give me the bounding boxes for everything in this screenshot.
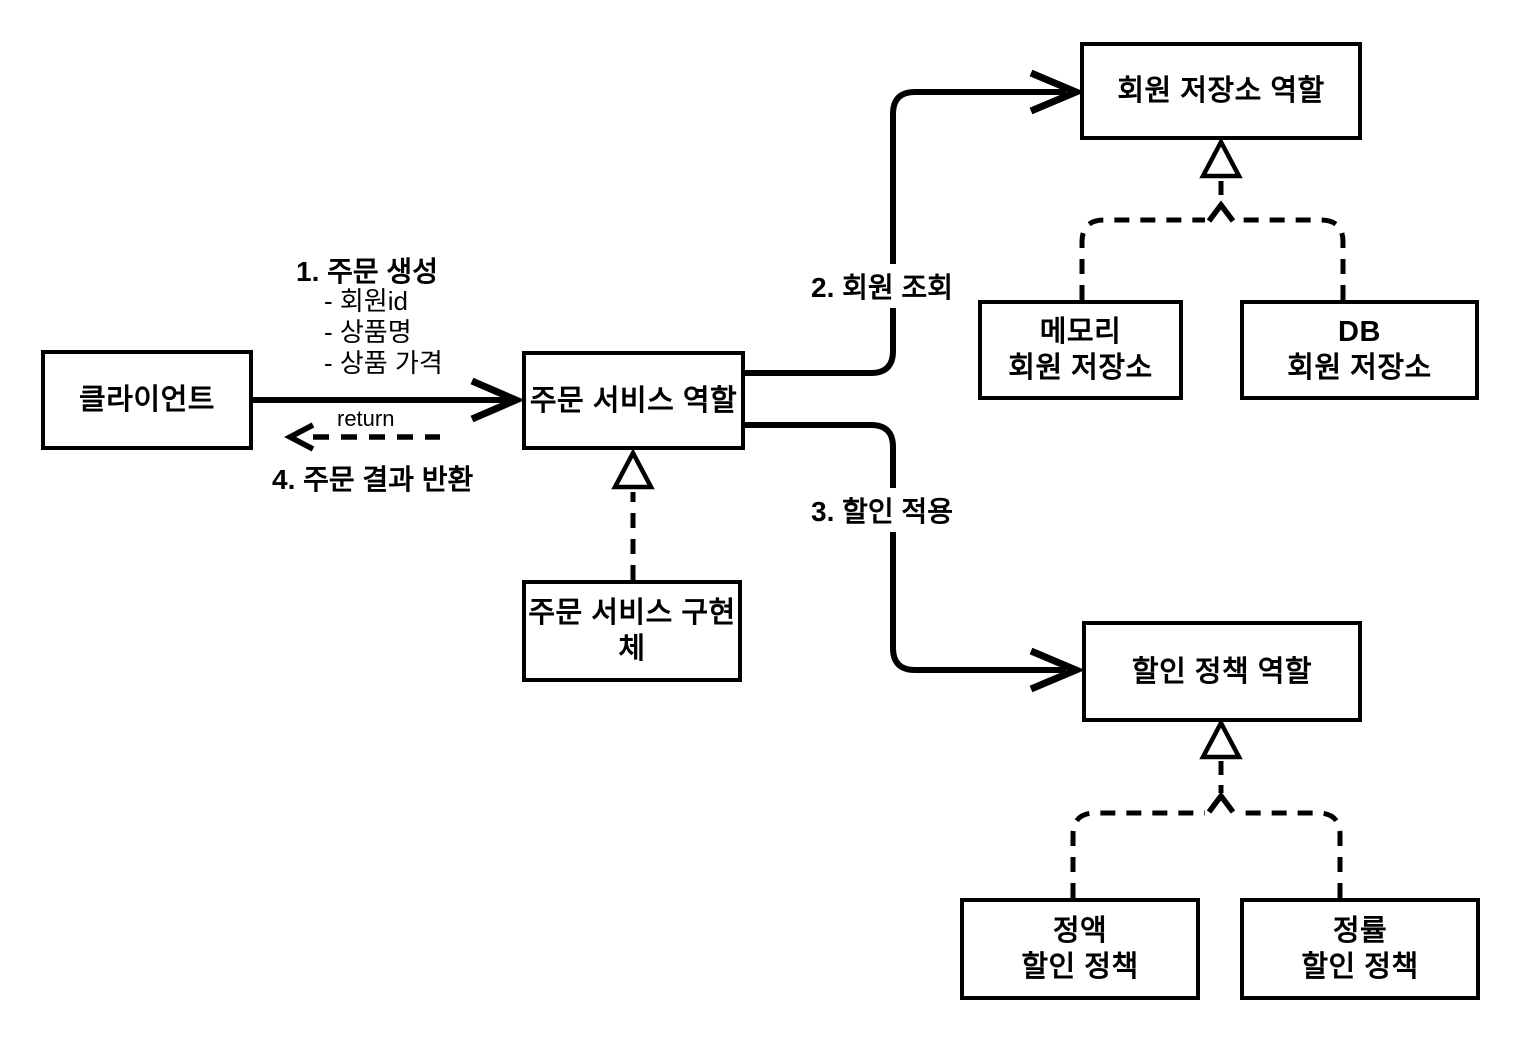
node-memory-member-repo-label: 메모리 회원 저장소: [1008, 316, 1153, 384]
arrow-order-create-head: [470, 377, 525, 423]
label-return: return: [334, 406, 398, 432]
node-fixed-discount-policy: 정액 할인 정책: [960, 898, 1200, 1000]
arrow-member-lookup-line: [745, 89, 1066, 376]
node-order-service-impl: 주문 서비스 구현체: [522, 580, 742, 682]
node-member-repo-role-label: 회원 저장소 역할: [1117, 75, 1325, 107]
node-client-label: 클라이언트: [79, 384, 215, 416]
label-msg4-order-result: 4. 주문 결과 반환: [272, 464, 474, 495]
node-memory-member-repo: 메모리 회원 저장소: [978, 300, 1183, 400]
node-rate-discount-policy-label: 정률 할인 정책: [1301, 915, 1419, 983]
realization-rate-branch: [1237, 810, 1343, 898]
node-order-service-impl-label: 주문 서비스 구현체: [528, 597, 736, 665]
realization-db-branch: [1237, 217, 1346, 300]
label-msg1-params: - 회원id - 상품명 - 상품 가격: [324, 286, 443, 378]
realization-order-impl-triangle: [611, 448, 655, 490]
arrow-discount-apply-line: [745, 422, 1066, 673]
realization-member-triangle: [1199, 137, 1243, 179]
realization-memory-branch: [1079, 217, 1205, 300]
realization-member-merge-chevron: [1206, 200, 1236, 223]
arrow-member-lookup-head: [1029, 69, 1085, 115]
realization-discount-triangle: [1199, 718, 1243, 760]
realization-discount-merge-chevron: [1206, 791, 1236, 814]
node-member-repo-role: 회원 저장소 역할: [1080, 42, 1362, 140]
arrow-return-head: [284, 422, 315, 452]
node-order-service-role: 주문 서비스 역할: [522, 351, 745, 450]
node-discount-policy-role: 할인 정책 역할: [1082, 621, 1362, 722]
node-db-member-repo-label: DB 회원 저장소: [1287, 316, 1432, 384]
node-db-member-repo: DB 회원 저장소: [1240, 300, 1479, 400]
node-rate-discount-policy: 정률 할인 정책: [1240, 898, 1480, 1000]
node-order-service-role-label: 주문 서비스 역할: [529, 384, 738, 417]
label-msg2-member-lookup: 2. 회원 조회: [806, 264, 958, 308]
arrow-discount-apply-head: [1029, 647, 1085, 693]
label-msg1-order-create: 1. 주문 생성: [296, 256, 438, 287]
node-client: 클라이언트: [41, 350, 253, 450]
realization-fixed-branch: [1070, 810, 1205, 898]
node-discount-policy-role-label: 할인 정책 역할: [1131, 655, 1313, 688]
node-fixed-discount-policy-label: 정액 할인 정책: [1021, 915, 1139, 983]
label-msg3-discount-apply: 3. 할인 적용: [806, 488, 958, 532]
